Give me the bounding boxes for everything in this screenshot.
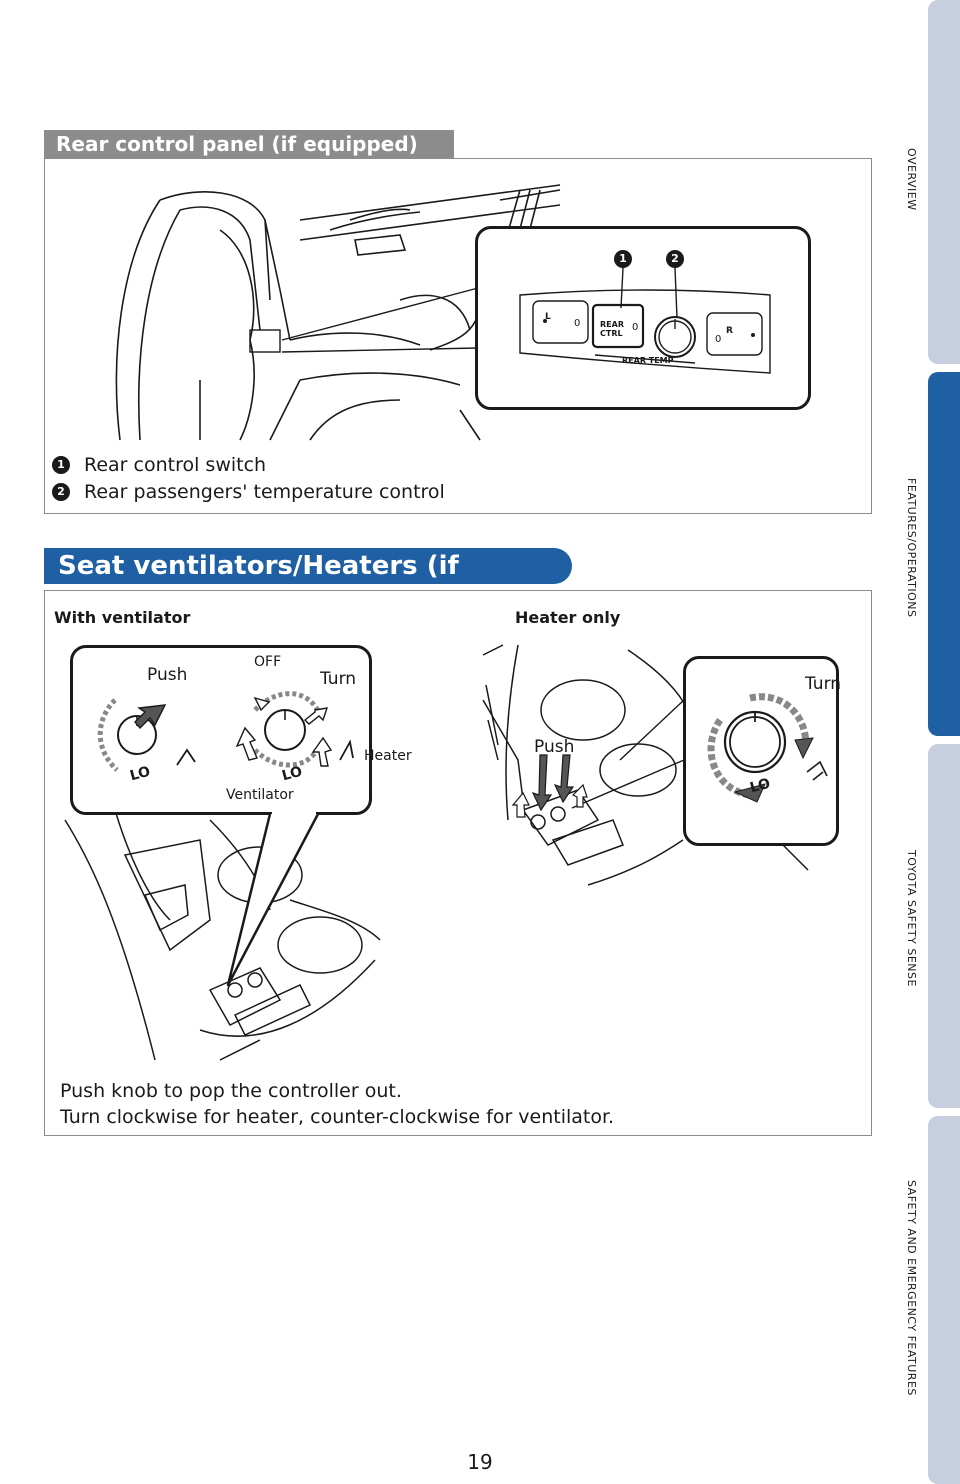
panel-label-zero-left: 0: [574, 318, 581, 329]
legend-text-2: Rear passengers' temperature control: [84, 481, 445, 503]
seat-ventilators-box: [44, 590, 872, 1136]
heater-zoom-box: [683, 656, 839, 846]
heater-only-heading: Heater only: [515, 608, 621, 627]
callout-turn-right: Turn: [805, 674, 842, 694]
caption-line-1: Push knob to pop the controller out.: [60, 1080, 402, 1102]
page-number: 19: [467, 1450, 493, 1474]
ventilator-zoom-tail: [226, 813, 320, 987]
ventilator-knobs-illustration: [97, 691, 354, 772]
legend-item-rear-control-switch: 1 Rear control switch: [52, 454, 266, 476]
rear-control-panel-box: [44, 158, 872, 514]
caption-line-2: Turn clockwise for heater, counter-clock…: [60, 1106, 615, 1128]
legend-item-rear-temp-control: 2 Rear passengers' temperature control: [52, 481, 445, 503]
panel-label-left: L: [545, 312, 551, 322]
heater-zoom-leader: [571, 699, 685, 809]
ventilator-zoom-box: [70, 645, 372, 815]
panel-label-right: R: [726, 326, 733, 336]
panel-label-zero-ctrl: 0: [632, 322, 639, 333]
panel-label-rear-ctrl: REAR CTRL: [600, 320, 624, 338]
side-tab-safety-emergency[interactable]: [928, 1116, 960, 1484]
rear-control-panel-illustration: [519, 289, 771, 374]
callout-ventilator: Ventilator: [226, 787, 294, 803]
marker-leader-lines: [620, 267, 678, 319]
callout-push-left: Push: [147, 665, 188, 685]
heater-knob-illustration: [707, 693, 828, 803]
legend-marker-1: 1: [52, 456, 70, 474]
marker-1: 1: [614, 250, 632, 268]
callout-turn-left: Turn: [320, 669, 357, 689]
callout-push-right: Push: [534, 737, 575, 757]
legend-marker-2: 2: [52, 483, 70, 501]
callout-off: OFF: [254, 654, 282, 670]
callout-heater: Heater: [364, 748, 412, 764]
marker-2: 2: [666, 250, 684, 268]
side-tab-toyota-safety-sense[interactable]: [928, 744, 960, 1108]
with-ventilator-heading: With ventilator: [54, 608, 191, 627]
side-tab-features-operations[interactable]: [928, 372, 960, 736]
legend-text-1: Rear control switch: [84, 454, 267, 476]
zoom-leader-lines: [281, 287, 479, 353]
rear-control-panel-heading: Rear control panel (if equipped): [44, 130, 454, 158]
push-arrows-right: [511, 754, 588, 818]
panel-label-rear-temp: REAR TEMP: [622, 356, 674, 365]
seat-ventilators-heading: Seat ventilators/Heaters (if equipped): [44, 548, 572, 617]
panel-label-zero-right: 0: [715, 334, 722, 345]
side-tab-overview[interactable]: [928, 0, 960, 364]
